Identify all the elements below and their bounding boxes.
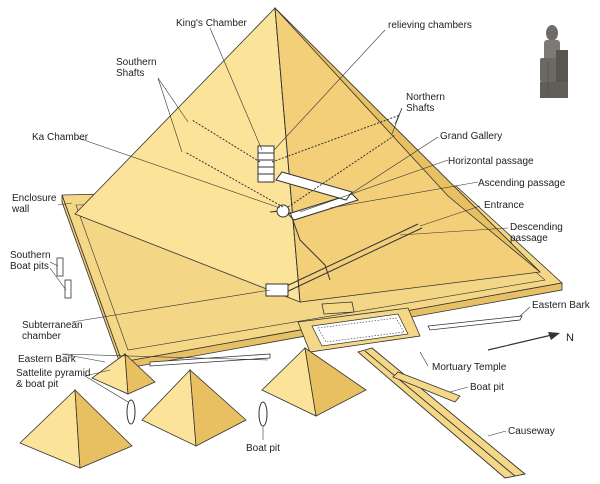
label-boat-pit-bottom: Boat pit <box>246 443 280 454</box>
label-ascending-passage: Ascending passage <box>478 178 566 189</box>
label-causeway: Causeway <box>508 426 555 437</box>
label-relieving-chambers: relieving chambers <box>388 20 472 31</box>
label-eastern-bark-right: Eastern Bark <box>532 300 590 311</box>
label-boat-pit-right: Boat pit <box>470 382 504 393</box>
label-north: N <box>566 332 574 344</box>
label-northern-shafts: Northern Shafts <box>406 92 445 114</box>
satellite-pyramid <box>91 353 156 395</box>
queens-pyramid-2 <box>141 369 247 447</box>
label-satellite-pyramid: Sattelite pyramid & boat pit <box>16 368 91 390</box>
label-eastern-bark-left: Eastern Bark <box>18 354 76 365</box>
label-entrance: Entrance <box>484 200 525 211</box>
queens-pyramid-3 <box>261 347 367 417</box>
queens-pyramid-1 <box>19 388 133 469</box>
mortuary-temple <box>297 301 421 353</box>
leader-lines <box>49 27 531 440</box>
southern-boat-pits <box>56 257 72 299</box>
north-arrow <box>487 332 560 351</box>
label-enclosure-wall: Enclosure wall <box>12 193 57 215</box>
causeway <box>357 347 527 479</box>
label-ka-chamber: Ka Chamber <box>32 132 89 143</box>
label-descending-passage: Descending passage <box>510 222 563 244</box>
boat-pit-oval-left <box>126 399 136 425</box>
boat-pit-oval-right <box>258 401 268 427</box>
great-pyramid <box>74 6 541 303</box>
label-kings-chamber: King's Chamber <box>176 18 247 29</box>
boat-pit-causeway <box>392 371 461 403</box>
eastern-bark-pits <box>149 315 523 367</box>
label-southern-shafts: Southern Shafts <box>116 57 157 79</box>
label-mortuary-temple: Mortuary Temple <box>432 362 507 373</box>
khufu-statue-image <box>533 22 571 104</box>
label-grand-gallery: Grand Gallery <box>440 131 503 142</box>
label-subterranean-chamber: Subterranean chamber <box>22 320 83 342</box>
label-southern-boat-pits: Southern Boat pits <box>10 250 51 272</box>
internal-structure <box>184 114 423 297</box>
label-horizontal-passage: Horizontal passage <box>448 156 534 167</box>
